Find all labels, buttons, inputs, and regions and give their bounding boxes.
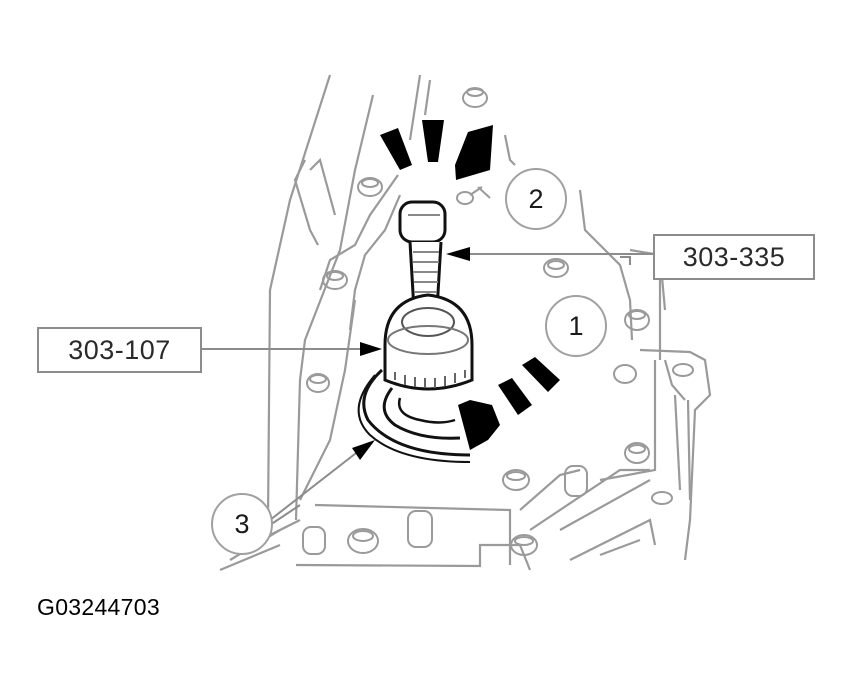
tool-callout-303-107: 303-107 bbox=[37, 327, 202, 373]
arrow-top-center-icon bbox=[422, 120, 444, 162]
tool-number-label: 303-335 bbox=[682, 241, 786, 272]
step-number: 2 bbox=[528, 183, 544, 214]
bolt-bosses bbox=[302, 87, 694, 556]
arrow-lower-2-icon bbox=[498, 378, 532, 415]
leader-arrowheads bbox=[352, 247, 470, 460]
step-number: 3 bbox=[234, 508, 250, 539]
arrow-top-left-icon bbox=[380, 128, 412, 170]
tool-callout-303-335: 303-335 bbox=[653, 234, 815, 280]
arrowhead-335-icon bbox=[446, 247, 470, 261]
step-marker-3: 3 bbox=[211, 493, 273, 555]
tool-number-label: 303-107 bbox=[68, 334, 171, 365]
step-number: 1 bbox=[568, 310, 584, 341]
installer-tool bbox=[357, 200, 474, 463]
step-marker-1: 1 bbox=[545, 295, 607, 357]
arrow-lower-3-icon bbox=[522, 357, 560, 392]
arrow-top-right-icon bbox=[455, 125, 493, 180]
arrowhead-3-icon bbox=[352, 440, 375, 460]
force-arrows bbox=[380, 120, 560, 450]
leader-lines bbox=[202, 253, 653, 526]
arrow-lower-1-icon bbox=[458, 400, 500, 450]
arrowhead-107-icon bbox=[360, 342, 382, 356]
step-marker-2: 2 bbox=[505, 168, 567, 230]
case-outline bbox=[219, 74, 712, 572]
figure-id-label: G03244703 bbox=[37, 594, 160, 620]
